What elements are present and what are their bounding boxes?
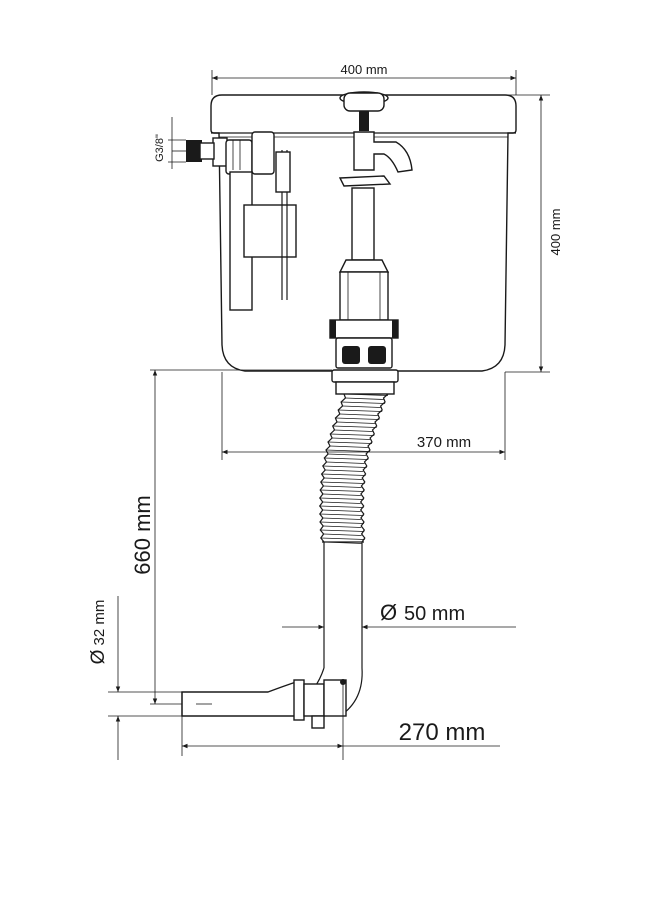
pipe-height-label: 660 mm [130,495,155,574]
inlet-connection: G3/8" [154,117,215,169]
pipe-rib [324,477,363,480]
pipe-rib [334,429,373,432]
height-right-label: 400 mm [548,209,563,256]
pipe-rib [335,417,380,420]
pipe-rib [329,445,369,448]
pipe-rib [321,473,366,476]
pipe-rib [332,437,371,440]
pipe-rib [322,517,361,520]
pipe-rib [320,529,365,532]
inlet-diameter-symbol: Ø [88,649,109,664]
pipe-rib [341,401,386,404]
pipe-rib [319,513,364,516]
flexible-pipe [318,393,389,544]
outlet-offset-label: 270 mm [399,719,486,746]
dimension-body-width: 370 mm [221,372,506,460]
pipe-rib [322,465,367,468]
dimension-outlet-offset: 270 mm [181,716,500,756]
pipe-rib [323,533,362,536]
dimension-height-right: 400 mm [505,94,563,373]
pipe-diameter-symbol: Ø [380,600,397,625]
dimension-pipe-height: 660 mm [130,369,332,705]
pipe-rib [326,461,365,464]
pipe-rib [339,413,378,416]
pipe-rib [327,441,373,444]
pipe-rib [319,521,365,524]
pipe-rib [320,537,365,540]
pipe-rib [332,425,377,428]
pipe-rib [328,453,367,456]
outlet-collar [331,369,399,395]
inlet-thread-label: G3/8" [154,134,166,162]
pipe-rib [319,497,364,500]
pipe-rib [336,421,376,424]
pipe-rib [322,509,361,512]
dimension-width-top: 400 mm [211,62,517,95]
pipe-rib [342,405,381,408]
dimension-inlet-diameter: Ø 32 mm [88,596,182,760]
width-top-label: 400 mm [341,62,388,77]
flush-button [339,91,389,131]
pipe-rib [343,393,389,396]
pipe-rib [345,397,384,400]
pipe-rib [322,493,361,496]
fill-valve [212,131,297,311]
pipe-rib [323,525,362,528]
pipe-rib [319,505,364,508]
pipe-rib [325,469,364,472]
pipe-rib [320,481,365,484]
pan-connector [181,679,347,760]
pipe-diameter-label: 50 mm [404,603,465,625]
pipe-rib [338,409,383,412]
pipe-wall [318,393,347,543]
pipe-rib [322,501,361,504]
inlet-diameter-label: Ø 32 mm [88,600,109,665]
pipe-rib [330,433,375,436]
pipe-rib [320,489,365,492]
flush-valve [329,131,413,369]
body-width-label: 370 mm [417,434,471,451]
pipe-wall [359,393,389,543]
dimension-pipe-diameter: Ø 50 mm [282,600,516,630]
pipe-rib [324,457,369,460]
inlet-diameter-value: 32 mm [91,600,108,646]
pipe-rib [323,485,362,488]
pipe-rib [325,449,371,452]
